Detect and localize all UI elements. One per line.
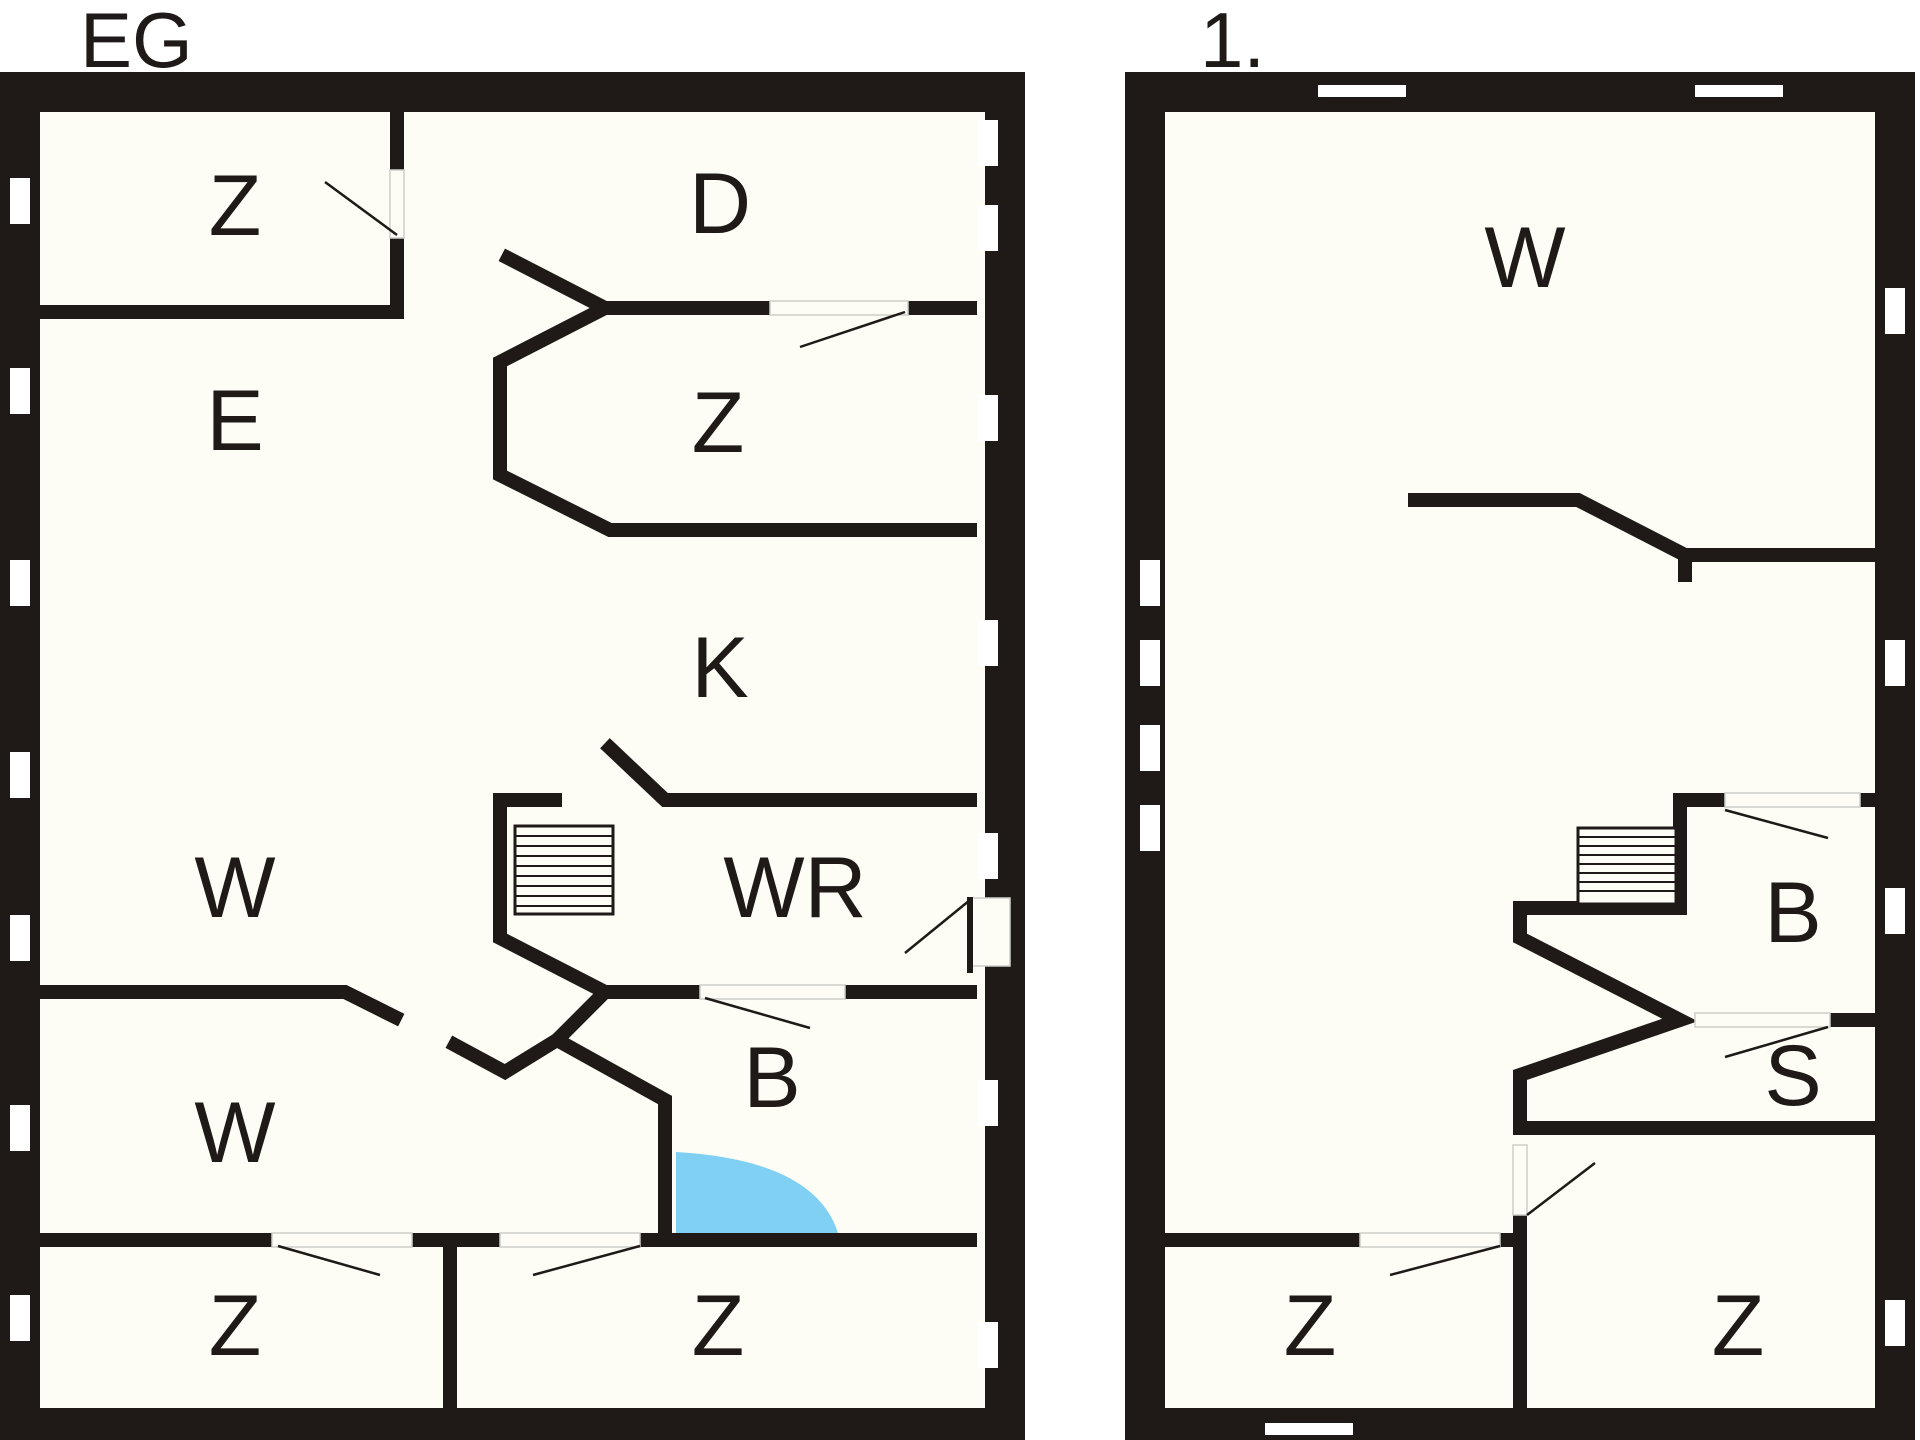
room-label-z: Z — [692, 375, 745, 471]
room-label-z: Z — [1284, 1278, 1337, 1374]
room-label-b: B — [743, 1030, 800, 1126]
room-label-w: W — [194, 840, 275, 936]
room-label-w: W — [194, 1085, 275, 1181]
first-floor-interior-walls — [1158, 493, 1892, 1427]
first-floor-windows — [1140, 85, 1905, 1435]
first-floor-staircase — [1576, 826, 1678, 906]
ground-floor-doors — [271, 169, 971, 1277]
room-label-e: E — [206, 373, 263, 469]
shower-tray — [676, 1152, 838, 1233]
first-floor-plan: 1. W B S Z Z — [1125, 0, 1915, 1440]
room-label-w: W — [1484, 210, 1565, 306]
room-label-s: S — [1764, 1028, 1821, 1124]
room-label-z: Z — [209, 158, 262, 254]
room-label-z: Z — [1712, 1278, 1765, 1374]
room-label-d: D — [689, 156, 751, 252]
floor-title-first: 1. — [1200, 0, 1265, 84]
room-label-wr: WR — [723, 840, 866, 936]
floor-title-eg: EG — [80, 0, 193, 84]
ground-floor-interior-walls — [33, 93, 977, 1427]
ground-floor-staircase — [513, 824, 615, 916]
first-floor-doors — [1359, 792, 1861, 1277]
ground-floor-windows — [10, 120, 1011, 1368]
room-label-b: B — [1764, 865, 1821, 961]
room-label-k: K — [691, 620, 748, 716]
room-label-z: Z — [209, 1278, 262, 1374]
room-label-z: Z — [692, 1278, 745, 1374]
ground-floor-plan: EG Z D E Z K W WR W B Z Z — [0, 0, 1025, 1440]
